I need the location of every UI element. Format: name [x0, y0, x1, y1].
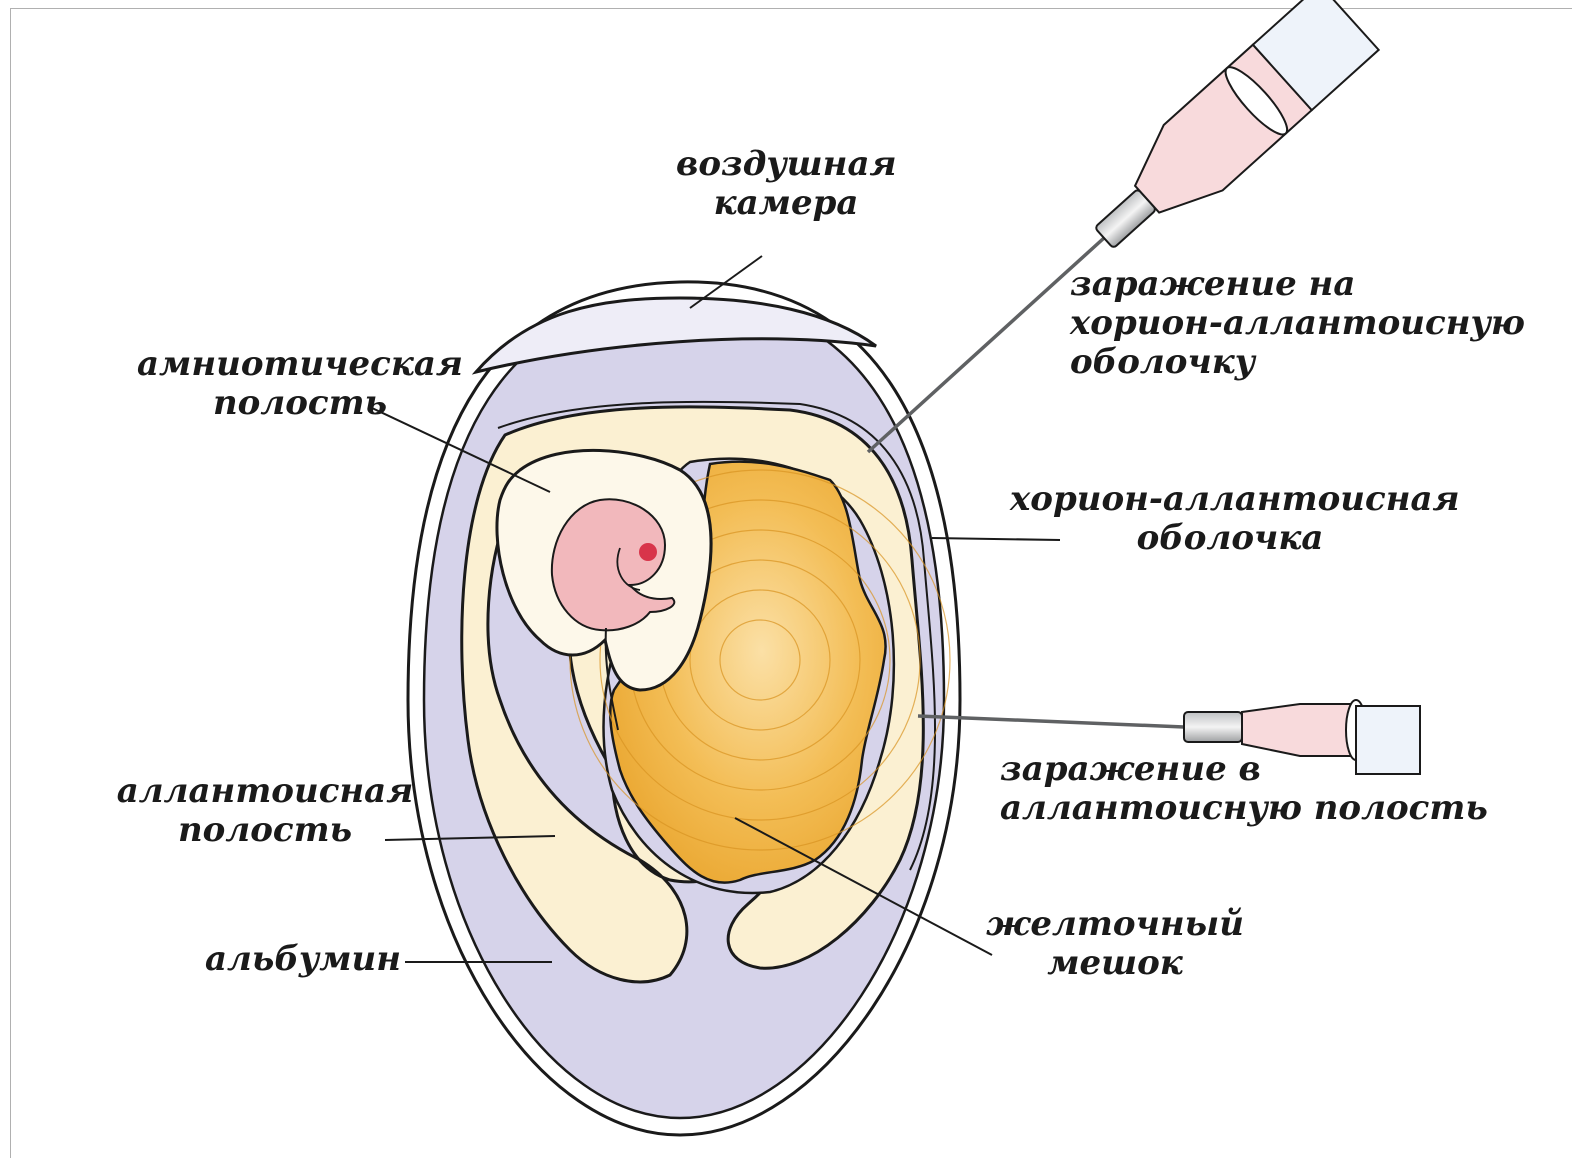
label-chorioallantoic-inoculation: заражение на хорион-аллантоисную оболочк…	[1070, 265, 1525, 382]
needle-top	[868, 238, 1104, 452]
label-yolk-sac: желточный мешок	[985, 905, 1245, 983]
syringe-bottom-hub	[1184, 712, 1242, 742]
label-allantoic-cavity: аллантоисная полость	[115, 772, 415, 850]
syringe-top	[868, 0, 1379, 452]
label-air-chamber: воздушная камера	[676, 145, 896, 223]
embryo	[552, 499, 674, 630]
label-albumin: альбумин	[205, 940, 401, 979]
label-chorioallantoic-membrane: хорион-аллантоисная оболочка	[1010, 480, 1450, 558]
embryo-eye	[639, 543, 657, 561]
label-allantoic-inoculation: заражение в аллантоисную полость	[1000, 750, 1488, 828]
label-amniotic-cavity: амниотическая полость	[135, 345, 465, 423]
